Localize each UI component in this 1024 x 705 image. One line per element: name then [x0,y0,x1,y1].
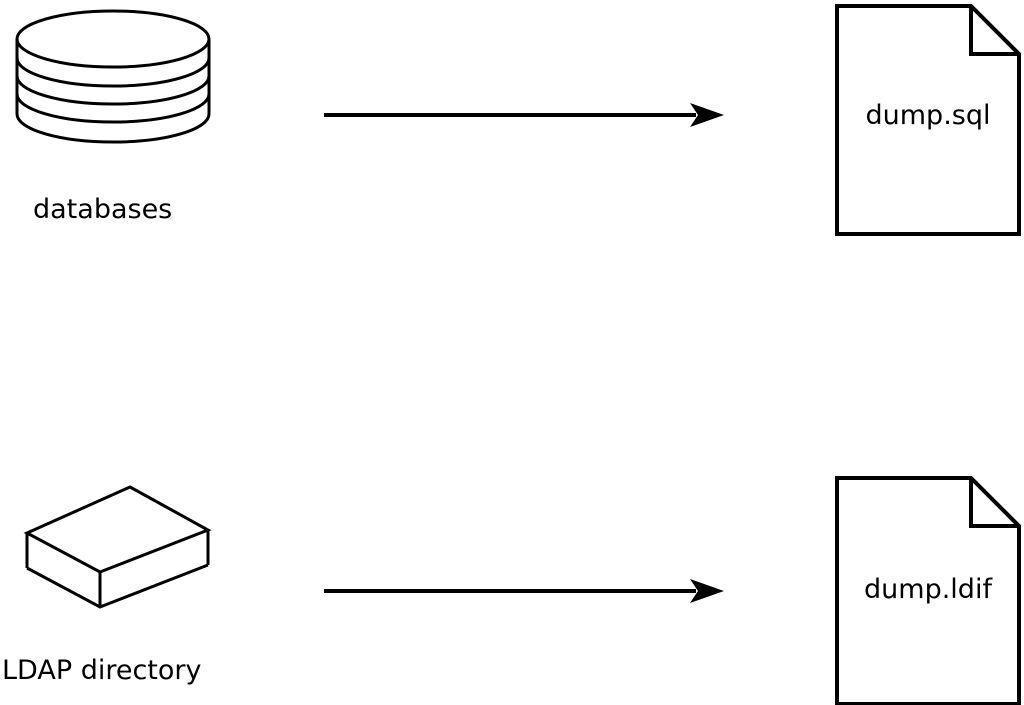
document-ldif-icon [835,476,1021,705]
dump-ldif-label: dump.ldif [864,574,992,605]
ldap-directory-label: LDAP directory [2,655,202,686]
database-icon [15,9,211,144]
arrow-ldap-to-ldif-icon [324,579,724,603]
document-sql-icon [835,4,1021,236]
databases-label: databases [33,194,173,225]
dump-sql-label: dump.sql [865,100,991,131]
arrow-databases-to-sql-icon [324,103,724,127]
ldap-directory-box-icon [23,485,212,609]
